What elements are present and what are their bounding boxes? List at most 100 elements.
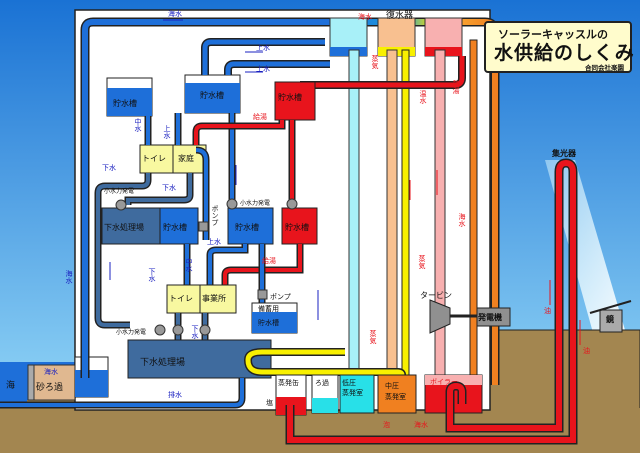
hot-water-pipe (300, 56, 465, 88)
flow-label-sewer-4: 下水 (191, 325, 199, 339)
flow-arrows-red (255, 124, 581, 345)
tank-2-water (185, 83, 240, 113)
sea-label: 海 (6, 381, 16, 391)
tank-2-label: 貯水槽 (200, 91, 224, 100)
flow-label-upper-water-4: 上水 (207, 238, 221, 246)
flow-label-middle-water-2: 中水 (185, 258, 193, 272)
upper-water-pipe-b (225, 61, 330, 75)
hydro-turbine-3 (286, 198, 298, 210)
flow-label-sea-water-condenser: 海水 (358, 13, 372, 21)
flow-label-hot-water: 熱湯 (452, 80, 460, 94)
title-subtitle: ソーラーキャッスルの (498, 28, 608, 41)
flow-label-upper-water-3: 上水 (163, 125, 171, 139)
ground-left (27, 400, 75, 453)
upper-water-pipe-a (202, 39, 325, 75)
mid-pressure-label-2: 蒸発室 (385, 393, 406, 401)
title-main: 水供給のしくみ (494, 42, 635, 64)
hydro-turbine-6 (199, 324, 211, 336)
flow-label-upper-water-1: 上水 (256, 44, 270, 52)
sand-sea-water-label: 海水 (44, 368, 58, 376)
orange-pipe (469, 39, 478, 386)
hot-supply-pipe-1 (194, 120, 284, 145)
reserve-tank-label-2: 貯水槽 (258, 319, 279, 327)
office-box (199, 284, 237, 314)
tank-6-box (281, 207, 318, 245)
steam-column-mid (386, 49, 398, 386)
tank-1-label: 貯水槽 (113, 99, 137, 108)
toilet-2-label: トイレ (169, 294, 193, 303)
turbine (429, 299, 451, 334)
pump-2 (257, 289, 268, 300)
company-name: 合同会社楽園 (585, 64, 624, 72)
toilet-1-box (139, 144, 174, 174)
filtration-label: ろ過 (315, 379, 329, 387)
flow-arrows-blue (109, 19, 319, 320)
flow-label-sea-water-right: 海水 (458, 213, 466, 227)
toilet-1-label: トイレ (142, 154, 166, 163)
pump-1-label: ポンプ (211, 205, 219, 226)
tank-3-box (274, 81, 316, 121)
pump-1 (198, 221, 209, 232)
home-label: 家庭 (178, 154, 194, 163)
flow-label-drainage: 排水 (168, 391, 182, 399)
tank-5-label: 貯水槽 (235, 223, 259, 232)
tank-4-box (159, 207, 199, 245)
condenser-label: 復水器 (386, 11, 414, 21)
sewer-pipe-home (126, 173, 192, 205)
pump-2-label: ポンプ (270, 293, 291, 301)
collector-label: 集光器 (552, 149, 576, 158)
generator-label: 発電機 (478, 313, 502, 322)
steam-column-low (348, 49, 360, 386)
oil-loop (287, 159, 576, 443)
sewage-plant-2-label: 下水処理場 (140, 358, 186, 368)
flow-label-salt: 塩 (266, 399, 273, 407)
tank-5-box (227, 207, 274, 245)
flow-label-middle-water-1: 中水 (134, 118, 142, 132)
filter-liquid (312, 398, 338, 413)
flow-label-sea-water-side: 海水 (65, 270, 73, 284)
title-box: ソーラーキャッスルの 水供給のしくみ 合同会社楽園 (484, 21, 635, 73)
mid-pressure-chamber (377, 374, 417, 414)
tank-3-label: 貯水槽 (278, 93, 302, 102)
flow-label-sea-water-bottom: 海水 (414, 421, 428, 429)
mirror-surface (589, 300, 632, 314)
flow-label-sewer-1: 下水 (102, 164, 116, 172)
flow-label-hot-supply-2: 給湯 (262, 257, 276, 265)
sewer-pipe-outer (96, 173, 150, 327)
generator-box (476, 307, 511, 327)
flow-label-steam-3: 蒸気 (369, 330, 377, 344)
hydro-turbine-4 (154, 324, 166, 336)
warm-loop (245, 349, 405, 376)
low-pressure-chamber (339, 374, 375, 414)
flow-label-sewer-3: 下水 (148, 268, 156, 282)
mirror-base (599, 309, 623, 333)
reserve-tank-water (252, 312, 297, 333)
flow-label-oil-2: 油 (583, 347, 590, 355)
sunlight-beam (545, 160, 625, 340)
tank-6-label: 貯水槽 (285, 223, 309, 232)
small-hydro-label-1: 小水力発電 (104, 188, 135, 195)
warm-water-pipe (401, 49, 410, 376)
small-hydro-label-3: 小水力発電 (116, 329, 147, 336)
steam-column-high (434, 49, 446, 386)
drain-pipe (0, 378, 244, 407)
small-hydro-label-2: 小水力発電 (240, 200, 271, 207)
flow-label-steam-2: 蒸気 (418, 255, 426, 269)
hot-supply-pipe-2 (223, 244, 302, 285)
mid-pressure-label-1: 中圧 (385, 382, 399, 390)
pump-1-pipe (195, 148, 208, 240)
evaporator-label: 蒸発缶 (278, 379, 299, 387)
flow-label-upper-water-2: 上水 (256, 65, 270, 73)
tank-1-water (107, 88, 152, 116)
low-pressure-label-1: 低圧 (342, 379, 356, 387)
flow-label-hot-supply-1: 給湯 (253, 113, 267, 121)
flow-label-warm-water: 温水 (419, 90, 427, 104)
flow-label-steam-1: 蒸気 (371, 55, 379, 69)
reserve-tank-label-1: 備蓄用 (258, 305, 279, 313)
hydro-turbine-5 (172, 324, 184, 336)
flow-label-sea-water-top: 海水 (168, 10, 182, 18)
flow-label-foam: 泡 (383, 421, 390, 429)
intake-water (75, 370, 108, 397)
